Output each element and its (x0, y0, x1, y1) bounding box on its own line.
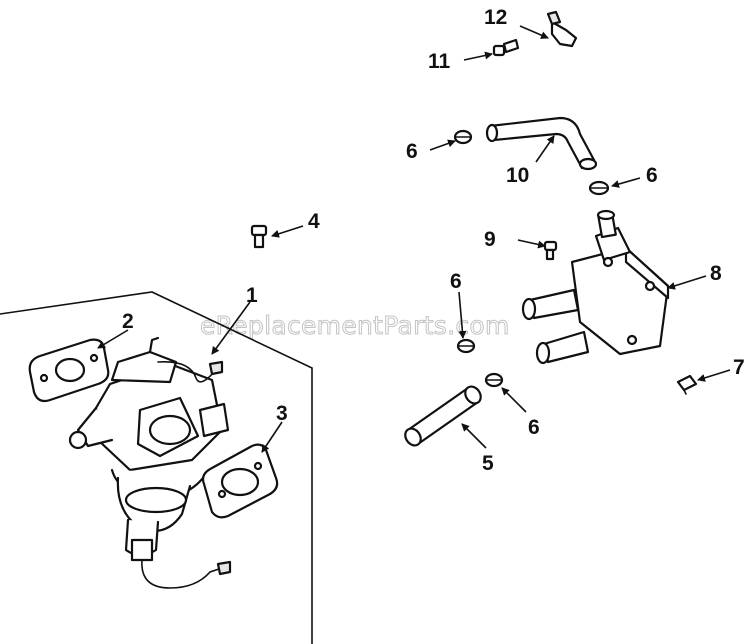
callout-6-upper-left: 6 (406, 140, 418, 163)
part-8-fuel-pump (521, 209, 670, 365)
callout-6-right: 6 (646, 164, 658, 187)
carburetor-assembly-frame (0, 291, 313, 644)
callout-9: 9 (484, 228, 496, 251)
part-7-screw (676, 374, 698, 395)
part-9-screw (543, 240, 558, 261)
callout-5: 5 (482, 452, 494, 475)
callout-8: 8 (710, 262, 722, 285)
part-6-clamp-lower (484, 372, 504, 388)
callout-7: 7 (733, 356, 745, 379)
callout-12: 12 (484, 6, 507, 29)
leader-lines (97, 25, 731, 453)
part-3-gasket (201, 443, 279, 519)
part-12-clip (546, 10, 578, 48)
part-2-gasket (28, 338, 110, 403)
callout-6-middle: 6 (450, 270, 462, 293)
callout-6-lower: 6 (528, 416, 540, 439)
callout-1: 1 (246, 284, 258, 307)
callout-4: 4 (308, 210, 320, 233)
part-11-screw (492, 38, 520, 57)
part-10-hose (485, 116, 598, 171)
callout-10: 10 (506, 164, 529, 187)
part-5-fuel-line (404, 385, 482, 447)
callout-3: 3 (276, 402, 288, 425)
callout-11: 11 (428, 50, 451, 73)
callout-2: 2 (122, 310, 134, 333)
carburetor-body (68, 336, 232, 589)
part-6-clamp-right (588, 180, 610, 196)
watermark-text: eReplacementParts.com (200, 311, 510, 340)
part-6-clamp-middle (456, 338, 476, 354)
part-6-clamp-upper (453, 129, 473, 145)
part-4-screw (250, 224, 268, 249)
callout-labels: 1 2 3 4 5 6 6 6 6 7 8 9 10 11 12 (122, 6, 745, 475)
